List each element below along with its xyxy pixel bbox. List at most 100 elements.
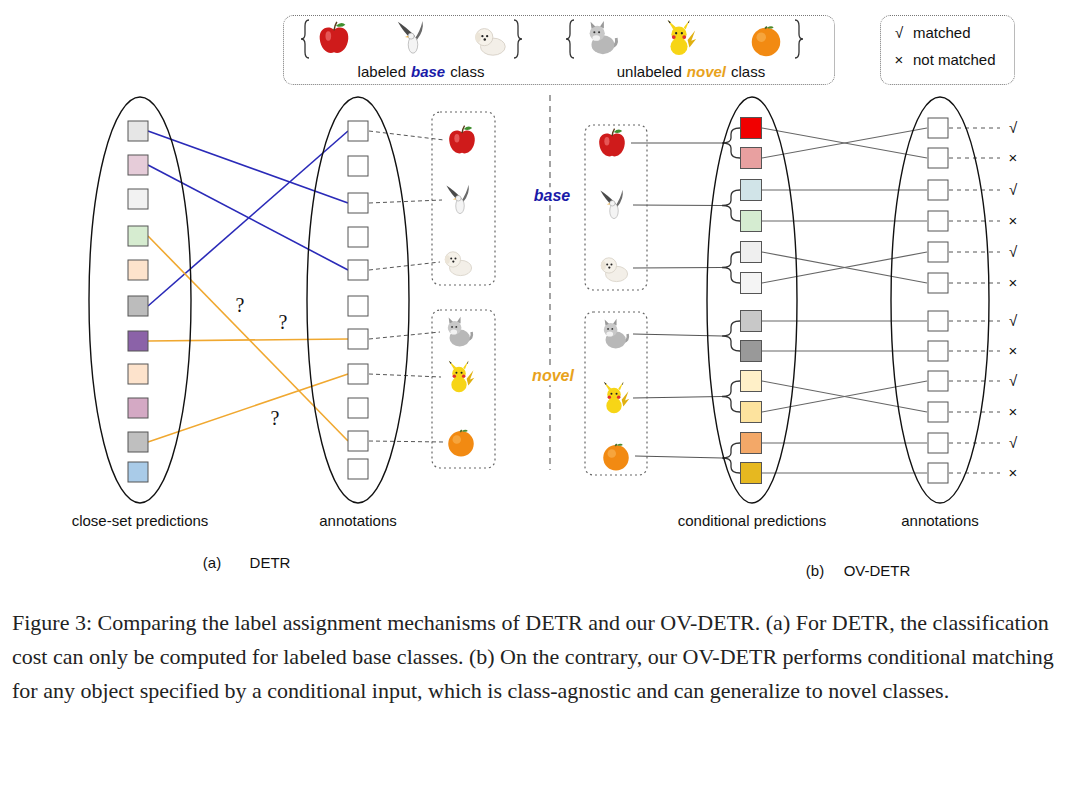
- unmatched-line: [148, 374, 348, 442]
- match-mark: ×: [1009, 404, 1018, 421]
- annotation-square: [928, 273, 948, 293]
- set-outline: [89, 97, 191, 503]
- set-outline: [307, 97, 409, 503]
- class-icon: [599, 129, 625, 157]
- annotation-square: [928, 242, 948, 262]
- set-ellipse: [306, 96, 410, 504]
- condition-line: [633, 334, 722, 336]
- match-legend-box: √matched×not matched: [880, 15, 1015, 85]
- prediction-set: conditional predictions: [706, 96, 798, 504]
- prediction-square: [741, 371, 762, 392]
- match-mark: √: [1009, 435, 1017, 452]
- prediction-square: [128, 398, 148, 418]
- set-heading: annotations: [319, 512, 397, 529]
- unmatched-line: [148, 236, 348, 441]
- annotation-leader: [369, 332, 440, 339]
- class-icon: [601, 258, 628, 282]
- match-mark: ×: [1009, 343, 1018, 360]
- annotation-square: [348, 364, 368, 384]
- annotation-leader: [369, 131, 444, 140]
- match-line: [762, 381, 927, 412]
- question-mark: ?: [277, 311, 290, 333]
- prediction-square: [128, 364, 148, 384]
- annotation-square: [348, 431, 368, 451]
- prediction-square: [741, 211, 762, 232]
- legend-text: novel: [687, 63, 726, 80]
- condition-line: [633, 204, 722, 206]
- match-mark: √: [1009, 373, 1017, 390]
- prediction-square: [128, 121, 148, 141]
- set-outline: [707, 97, 797, 503]
- match-line: [762, 381, 927, 412]
- prediction-square: [741, 118, 762, 139]
- set-heading: conditional predictions: [678, 512, 826, 529]
- prediction-square: [741, 273, 762, 294]
- class-icon: [448, 430, 474, 457]
- annotation-square: [928, 311, 948, 331]
- annotation-square: [928, 371, 948, 391]
- panel-label: OV-DETR: [844, 563, 911, 580]
- matched-line: [148, 131, 348, 306]
- match-line: [762, 472, 927, 473]
- match-mark: ×: [1009, 465, 1018, 482]
- annotation-set: annotations: [306, 96, 410, 504]
- set-ellipse: [890, 96, 990, 504]
- set-brace: [795, 20, 803, 58]
- set-heading: annotations: [901, 512, 979, 529]
- legend-text: class: [731, 63, 765, 80]
- legend-text: unlabeled: [617, 63, 682, 80]
- condition-brace: [722, 443, 740, 473]
- annotation-square: [348, 329, 368, 349]
- match-line: [762, 252, 927, 283]
- set-brace: [301, 20, 309, 58]
- class-icon: [604, 319, 628, 349]
- annotation-square: [348, 459, 368, 479]
- prediction-square: [741, 402, 762, 423]
- class-icon: [398, 21, 423, 53]
- condition-line: [631, 142, 722, 143]
- prediction-square: [128, 226, 148, 246]
- annotation-square: [928, 463, 948, 483]
- group-label: base: [532, 187, 572, 205]
- question-mark: ?: [234, 294, 247, 316]
- result-leader: [949, 190, 1000, 191]
- annotation-square: [928, 211, 948, 231]
- set-heading: close-set predictions: [72, 512, 209, 529]
- result-leader: [949, 473, 1000, 474]
- annotation-square: [348, 193, 368, 213]
- class-icon: [449, 126, 475, 154]
- set-ellipse: [706, 96, 798, 504]
- class-icon: [475, 29, 505, 56]
- legend-text: not matched: [913, 51, 996, 68]
- panel-label: (a): [203, 555, 221, 572]
- result-leader: [949, 381, 1000, 382]
- prediction-square: [128, 296, 148, 316]
- match-line: [762, 252, 927, 283]
- prediction-square: [128, 432, 148, 452]
- annotation-square: [348, 121, 368, 141]
- condition-line: [635, 456, 722, 458]
- legend-text: class: [450, 63, 484, 80]
- annotation-square: [348, 260, 368, 280]
- match-mark: √: [1009, 244, 1017, 261]
- annotation-square: [348, 398, 368, 418]
- annotation-square: [928, 341, 948, 361]
- prediction-set: close-set predictions: [88, 96, 192, 504]
- prediction-square: [741, 433, 762, 454]
- condition-line: [633, 397, 722, 399]
- condition-brace: [722, 252, 740, 283]
- prediction-square: [741, 180, 762, 201]
- dotted-group-box: [432, 112, 495, 285]
- annotation-square: [928, 148, 948, 168]
- prediction-square: [128, 189, 148, 209]
- condition-brace: [722, 321, 740, 351]
- class-icon: [448, 317, 472, 347]
- class-icon: [600, 190, 622, 219]
- dotted-group-box: [585, 125, 647, 290]
- class-icon: [603, 444, 629, 471]
- set-ellipse: [88, 96, 192, 504]
- legend-text: matched: [913, 24, 971, 41]
- prediction-square: [741, 148, 762, 169]
- prediction-square: [741, 463, 762, 484]
- legend-text: base: [411, 63, 445, 80]
